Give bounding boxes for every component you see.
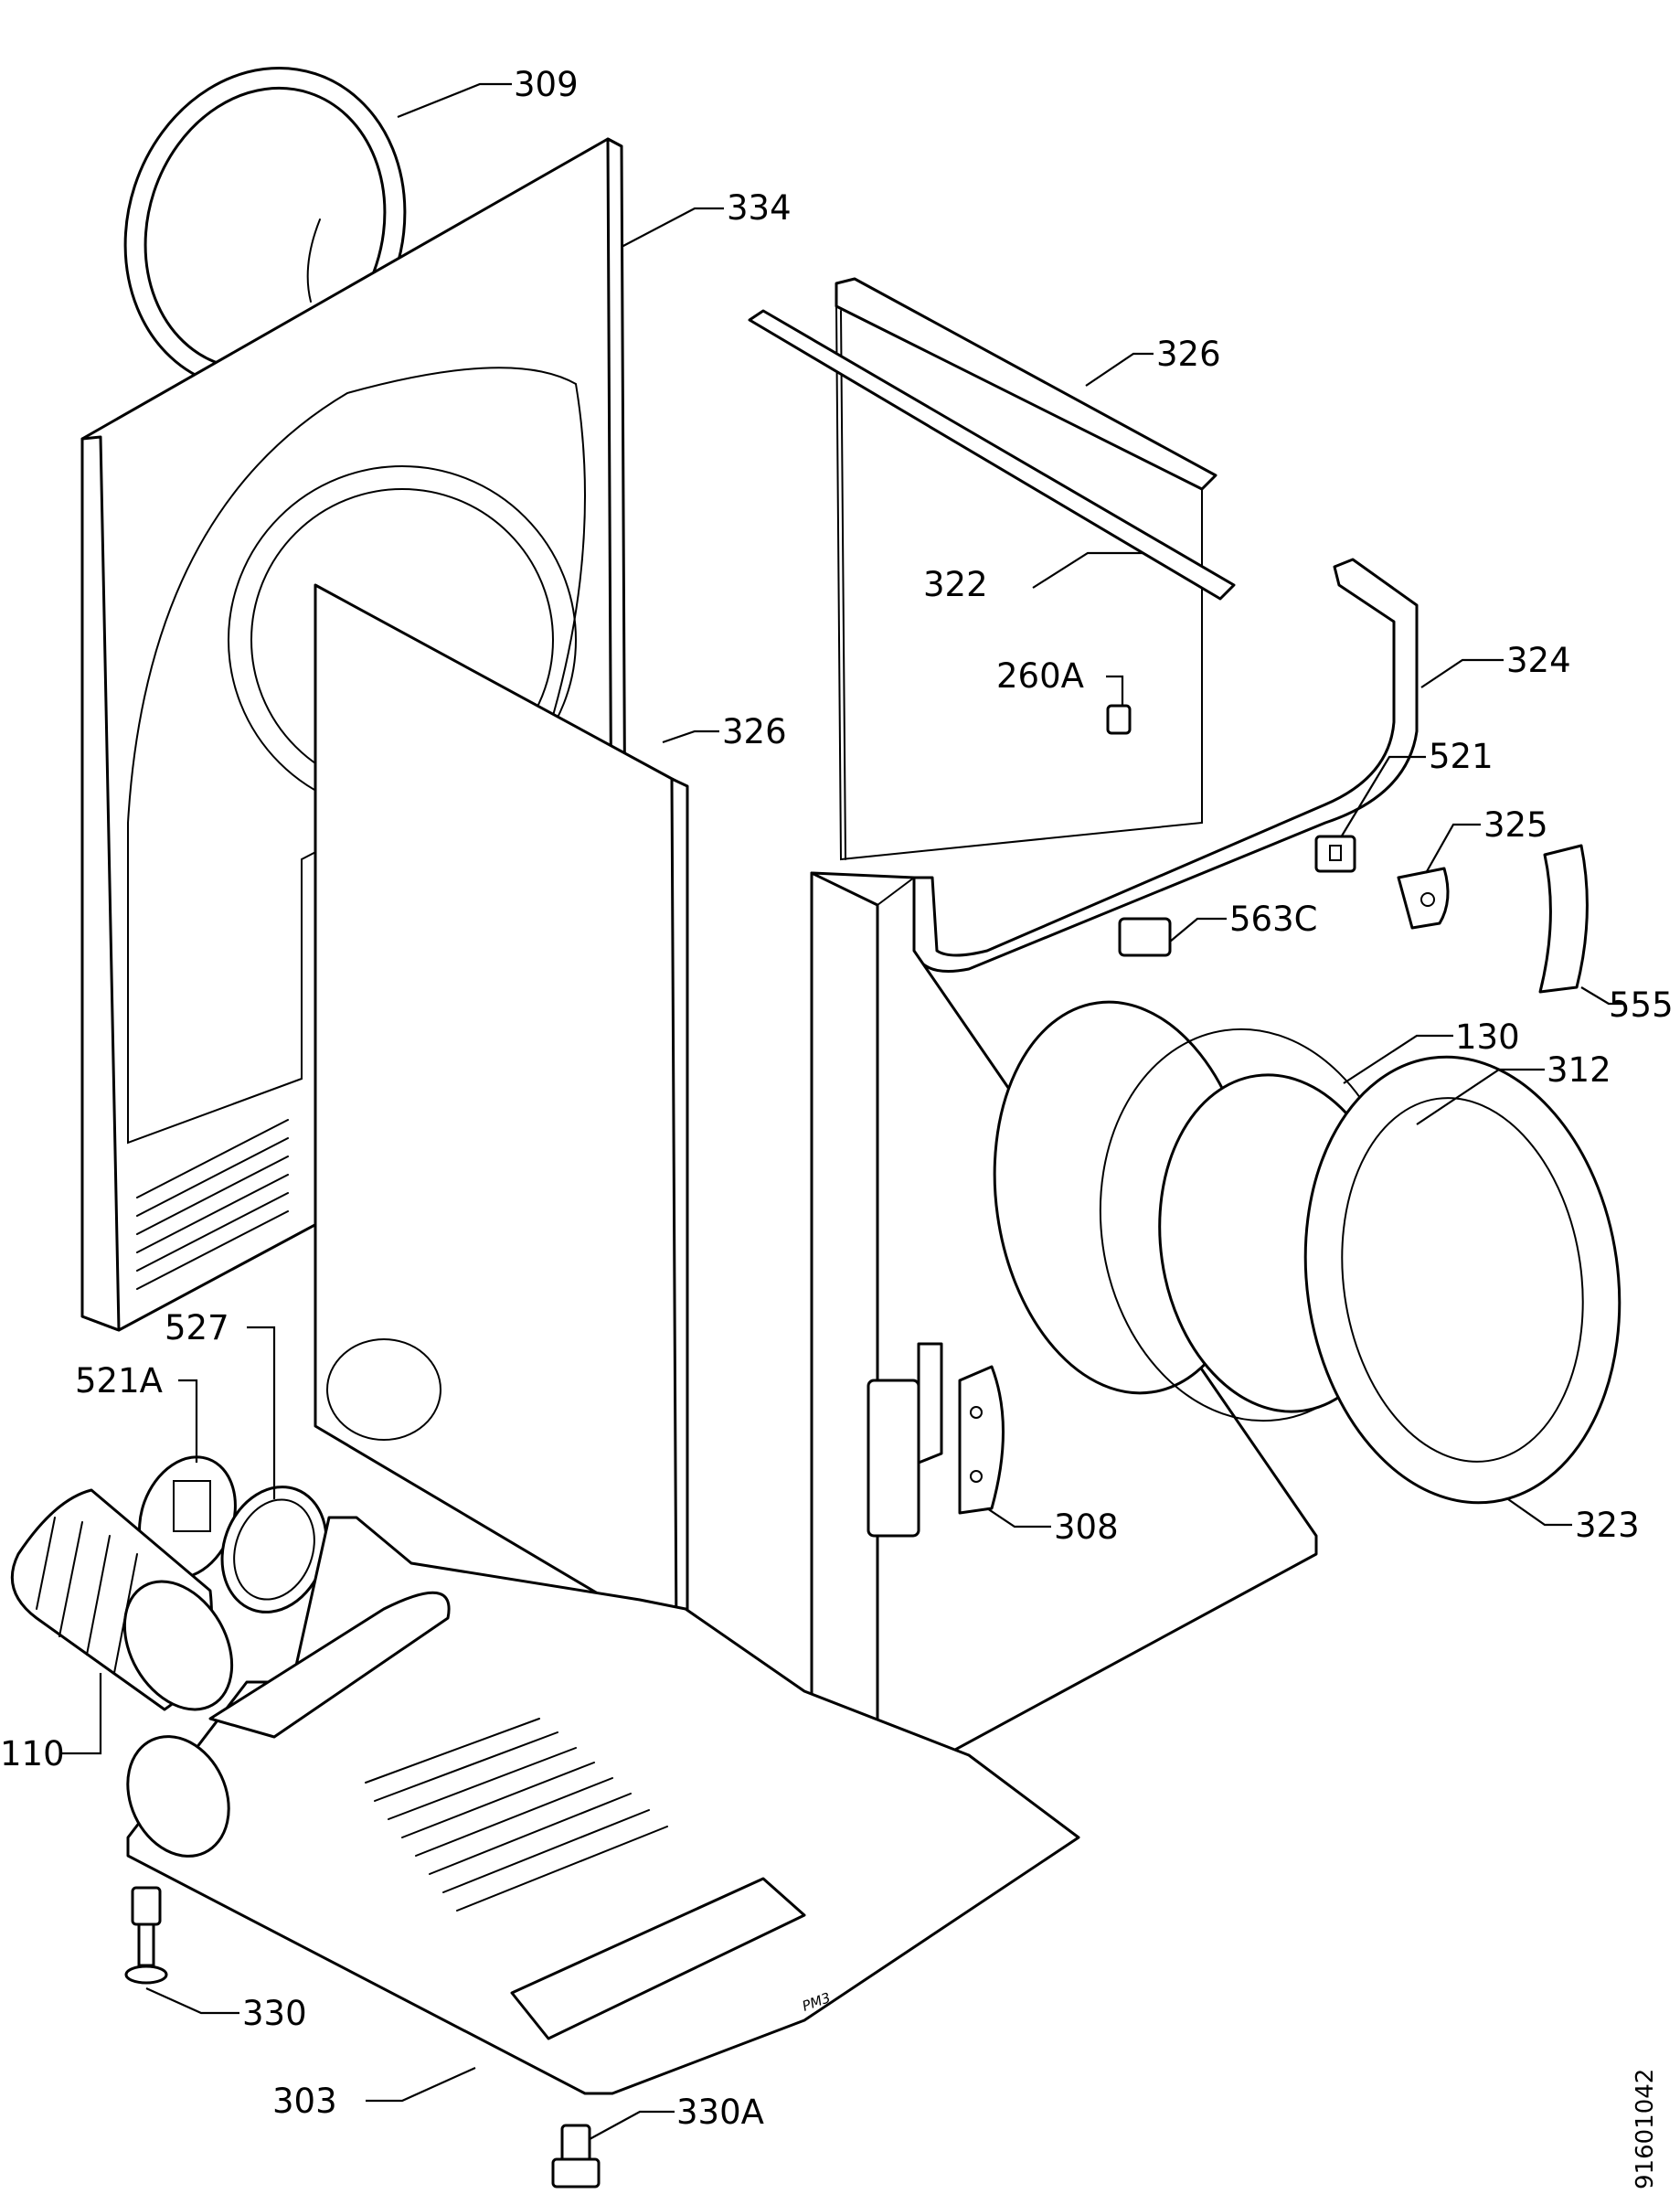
callout-521A: 521A [75, 1361, 163, 1401]
callout-312: 312 [1547, 1050, 1611, 1090]
callout-325: 325 [1483, 805, 1548, 845]
rear-panel-vents [136, 1119, 289, 1290]
callout-555: 555 [1609, 985, 1674, 1025]
leader-lines [59, 82, 1625, 2140]
document-id: 91601042 [1632, 2069, 1659, 2189]
callout-324: 324 [1506, 641, 1571, 680]
part-322-trim-strip [748, 309, 1236, 601]
part-323-door-frame [1303, 1055, 1622, 1505]
part-324-front-frame [912, 558, 1419, 973]
callout-308: 308 [1054, 1507, 1119, 1547]
part-309-door-seal [123, 66, 407, 391]
callout-309: 309 [514, 65, 579, 104]
callout-326-side: 326 [722, 712, 787, 751]
callout-260A: 260A [996, 656, 1084, 696]
part-325-latch [1397, 867, 1450, 930]
callout-563C: 563C [1229, 900, 1317, 939]
callout-labels: 309 334 326 322 260A 324 326 521 325 563… [0, 65, 1674, 2189]
callout-130: 130 [1455, 1017, 1520, 1057]
callout-110: 110 [0, 1734, 65, 1773]
part-308-hinge [867, 1342, 1005, 1538]
part-555-handle [1538, 844, 1589, 994]
part-260A-clip [1106, 704, 1132, 735]
part-521-switch [1314, 835, 1356, 873]
callout-334: 334 [727, 188, 792, 228]
callout-330: 330 [242, 1994, 307, 2033]
callout-326-top: 326 [1156, 335, 1221, 374]
callout-330A: 330A [676, 2093, 764, 2132]
part-330A-foot [551, 2124, 601, 2189]
part-110-hose [10, 1488, 234, 1711]
part-330-foot [124, 1886, 168, 1985]
callout-322: 322 [923, 565, 988, 604]
part-326-side-panel-front [314, 583, 689, 1647]
callout-323: 323 [1575, 1506, 1640, 1545]
callout-521: 521 [1429, 737, 1494, 776]
part-303-base [126, 1516, 1080, 2095]
base-vents [365, 1718, 668, 1912]
part-326-top-frame [835, 277, 1217, 861]
callout-527: 527 [165, 1308, 229, 1347]
part-563C-door-catch [1118, 917, 1172, 957]
callout-303: 303 [272, 2082, 337, 2121]
